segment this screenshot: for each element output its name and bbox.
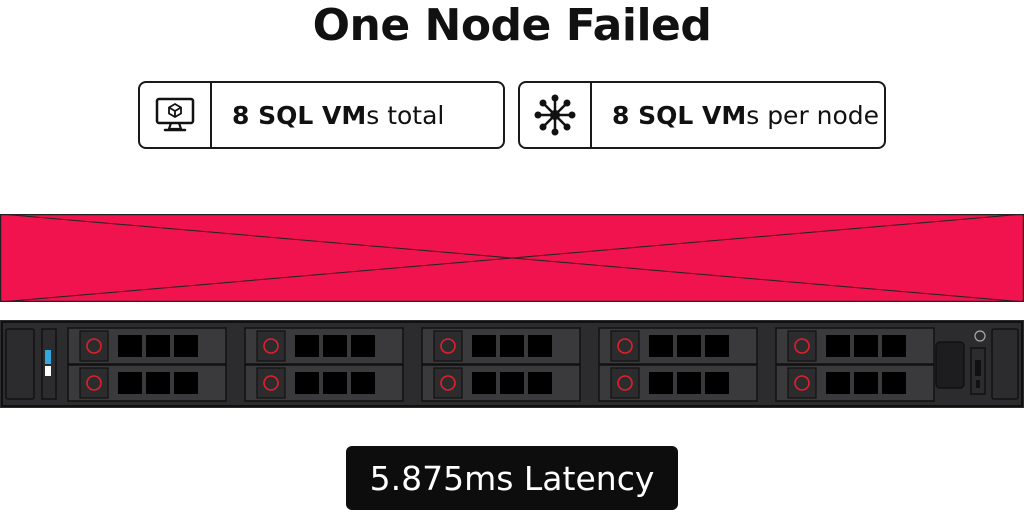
drive-status-icon [86,338,102,354]
drive-bay [67,364,227,402]
drive-bay [244,364,404,402]
power-button-icon [974,330,986,342]
status-light-icon [45,350,51,364]
drive-status-icon [794,375,810,391]
server-node [0,320,1024,408]
cluster-nodes-icon [520,83,592,147]
vm-monitor-icon [140,83,212,147]
drive-bay [775,327,935,365]
drive-status-icon [617,375,633,391]
drive-status-icon [263,375,279,391]
failed-node [0,214,1024,302]
latency-badge: 5.875ms Latency [346,446,678,510]
page-title: One Node Failed [312,0,712,51]
drive-status-icon [794,338,810,354]
drive-bay [598,327,758,365]
usb-panel [970,347,986,395]
failed-cross-line-2 [0,214,1024,302]
drive-status-icon [440,375,456,391]
drive-bay [421,364,581,402]
left-rack-ear [5,328,35,400]
drive-status-icon [86,375,102,391]
drive-bay [67,327,227,365]
drive-bay [598,364,758,402]
drive-status-icon [440,338,456,354]
drive-bay [421,327,581,365]
vga-port-icon [935,341,965,389]
drive-bay [244,327,404,365]
drive-status-icon [263,338,279,354]
drive-status-icon [617,338,633,354]
drive-bay [775,364,935,402]
right-rack-ear [991,328,1019,400]
